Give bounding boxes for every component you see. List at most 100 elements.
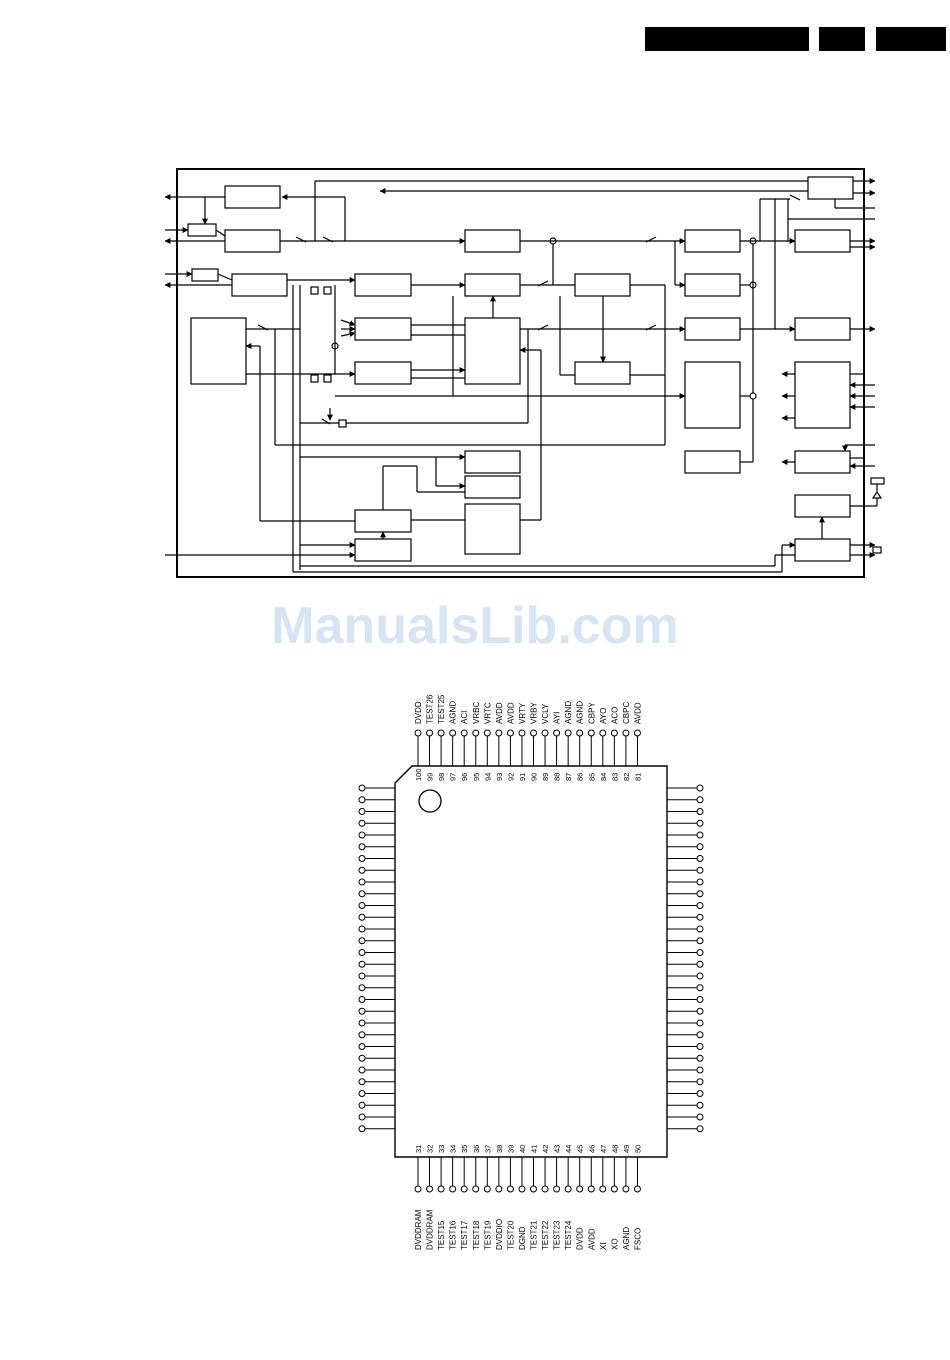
pin-terminal [696,913,704,921]
block [684,229,741,253]
pin-terminal [696,1078,704,1086]
pin-name: DVDDRAM [414,1209,423,1250]
pin-terminal [696,784,704,792]
pin-name: FSCO [633,1228,642,1250]
block [191,268,219,282]
pin-terminal [696,1101,704,1109]
pin-terminal [696,949,704,956]
pin-terminal [576,729,584,737]
pin-name: CBPY [587,702,596,724]
pin-terminal [426,1185,434,1193]
pin-number: 36 [472,1145,481,1153]
block [684,361,741,429]
pin-terminal [358,784,366,792]
block [574,273,631,297]
pin-terminal [696,972,704,980]
pin-terminal [622,1185,630,1193]
pin-terminal [358,855,366,862]
pin-terminal [696,925,704,933]
pin-name: TEST23 [553,1220,562,1250]
pin-terminal [622,729,630,737]
pin-terminal [358,913,366,921]
block [464,450,521,474]
pin-number: 83 [610,773,619,781]
pin-terminal [358,925,366,933]
pin-number: 46 [587,1145,596,1153]
header-bar-3 [876,27,946,51]
diagram-frame [176,168,865,578]
pin-number: 90 [530,773,539,781]
pin-name: AGND [576,701,585,724]
pin-terminal [696,843,704,851]
pin-name: AVDD [633,702,642,724]
header-bar-2 [819,27,865,51]
pin-terminal [599,729,607,737]
block [684,317,741,341]
pin-name: ACI [460,711,469,724]
pin-number: 43 [553,1145,562,1153]
pin-terminal [358,1043,366,1050]
pin1-marker [418,789,442,813]
block-diagram [164,168,885,578]
pin-name: AGND [622,1227,631,1250]
pin-terminal [449,729,457,737]
pin-number: 50 [633,1145,642,1153]
pin-name: AVDD [587,1228,596,1250]
pin-terminal [358,890,366,898]
pin-number: 96 [460,773,469,781]
bottom-pins: 31DVDDRAM32DVDDRAM33TEST1534TEST1635TEST… [414,1145,642,1250]
pin-number: 37 [483,1145,492,1153]
pin-terminal [358,1125,366,1133]
pin-number: 99 [426,773,435,781]
pin-terminal [460,1185,468,1193]
pin-name: TEST16 [449,1220,458,1250]
pin-number: 42 [541,1145,550,1153]
pin-number: 88 [553,773,562,781]
pin-number: 47 [599,1145,608,1153]
pin-number: 86 [576,773,585,781]
pin-terminal [483,1185,491,1193]
pin-terminal [696,902,704,909]
pin-name: VRBC [472,702,481,724]
block [190,317,247,385]
pin-name: AYO [599,708,608,724]
pin-terminal [358,996,366,1003]
pin-name: TEST17 [460,1220,469,1250]
pin-terminal [576,1185,584,1193]
pin-terminal [358,1054,366,1062]
pin-terminal [358,1090,366,1097]
pin-terminal [358,972,366,980]
pin-name: AGND [564,701,573,724]
pin-terminal [553,729,561,737]
pin-number: 97 [449,773,458,781]
pin-name: DVDDRAM [426,1209,435,1250]
pin-terminal [696,1043,704,1050]
pin-terminal [472,1185,480,1193]
pin-name: DGND [518,1226,527,1250]
pin-number: 87 [564,773,573,781]
header-bar-1 [645,27,809,51]
pin-name: TEST22 [541,1220,550,1250]
pin-name: TEST25 [437,694,446,724]
pin-name: TEST20 [506,1220,515,1250]
pin-terminal [358,1113,366,1121]
block [794,317,851,341]
block [464,229,521,253]
pin-terminal [587,729,595,737]
pin-terminal [610,729,618,737]
pin-terminal [358,1066,366,1074]
pin-terminal [696,1125,704,1133]
pin-terminal [587,1185,595,1193]
pin-name: DVDD [414,701,423,724]
block [464,273,521,297]
pin-name: AVDD [506,702,515,724]
pin-terminal [696,996,704,1003]
pin-terminal [696,1031,704,1039]
pin-terminal [495,1185,503,1193]
pin-name: XO [610,1238,619,1250]
pin-terminal [358,1101,366,1109]
pin-terminal [564,1185,572,1193]
pin-terminal [460,729,468,737]
pin-terminal [696,819,704,827]
